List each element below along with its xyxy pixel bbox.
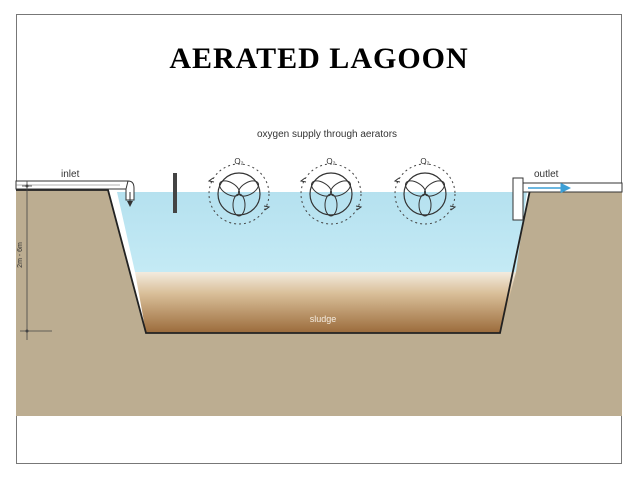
- sludge-label: sludge: [310, 314, 337, 324]
- depth-label: 2m - 6m: [17, 242, 24, 268]
- depth-dimension: [20, 181, 52, 340]
- inlet-label: inlet: [61, 169, 80, 180]
- o2-label-right: O₂: [420, 157, 429, 166]
- aerator-middle: [299, 163, 363, 225]
- o2-label-middle: O₂: [326, 157, 335, 166]
- o2-label-left: O₂: [234, 157, 243, 166]
- baffle: [173, 173, 177, 213]
- inlet-pipe: [15, 180, 135, 207]
- aerators-label: oxygen supply through aerators: [257, 129, 397, 140]
- outlet-label: outlet: [534, 169, 559, 180]
- outlet-structure: [512, 177, 623, 221]
- page-title: AERATED LAGOON: [169, 42, 469, 75]
- ground: [16, 190, 622, 416]
- sludge-layer: [135, 272, 516, 333]
- aerator-left: [207, 163, 271, 225]
- water: [117, 192, 527, 272]
- aerator-right: [393, 163, 457, 225]
